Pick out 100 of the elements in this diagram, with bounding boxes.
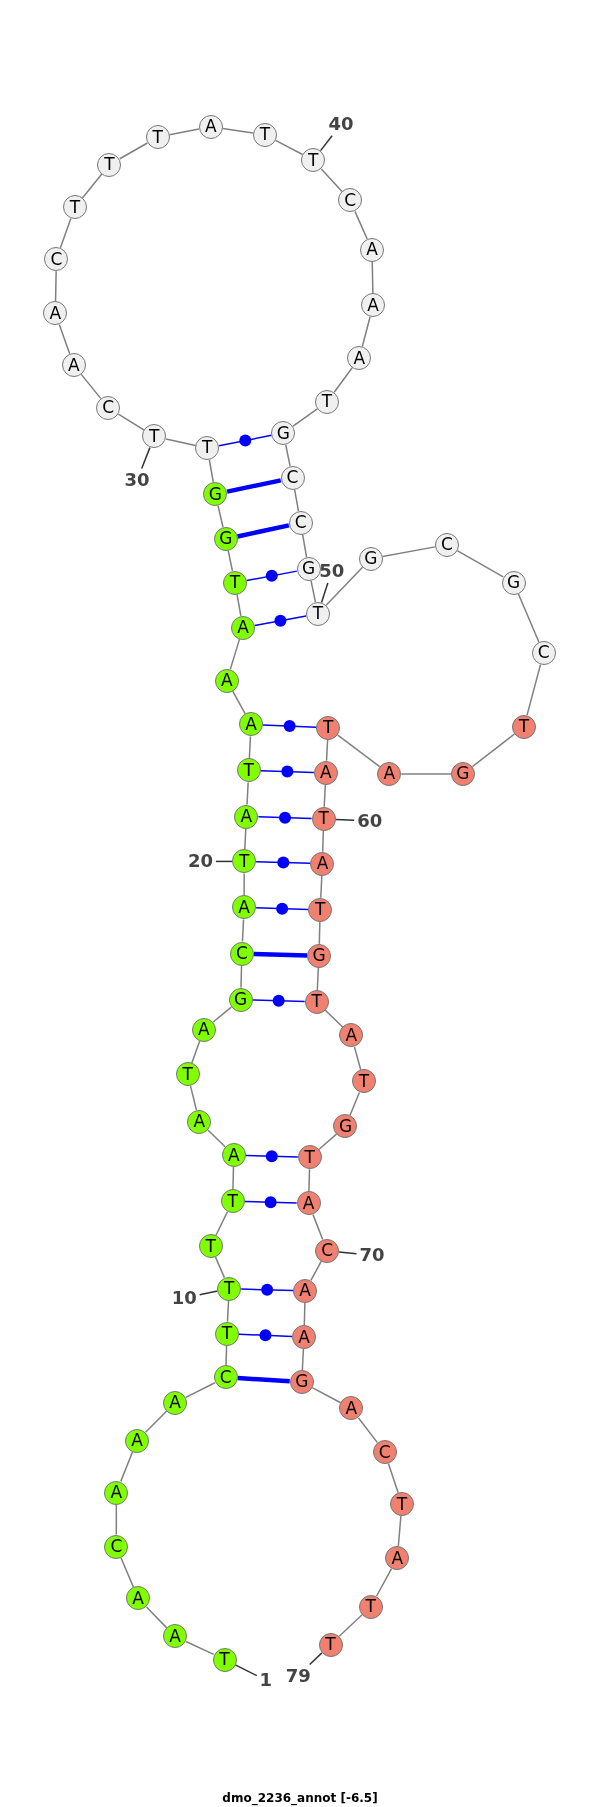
- backbone-line: [323, 784, 327, 808]
- nucleotide-circle: C: [338, 188, 363, 213]
- backbone-line: [400, 773, 452, 775]
- backbone-line: [215, 1211, 229, 1237]
- backbone-line: [246, 781, 249, 806]
- nucleotide-circle: C: [213, 1365, 238, 1390]
- nucleotide-circle: A: [191, 1017, 216, 1042]
- backbone-line: [284, 444, 291, 467]
- nucleotide-circle: G: [450, 761, 475, 786]
- nucleotide-circle: T: [142, 424, 167, 449]
- position-number: 30: [124, 471, 150, 490]
- backbone-line: [58, 323, 71, 355]
- backbone-line: [225, 1344, 228, 1367]
- nucleotide-circle: A: [43, 301, 68, 326]
- nucleotide-circle: G: [307, 943, 331, 968]
- base-pair-line: [245, 1150, 299, 1163]
- nucleotide-circle: A: [377, 761, 402, 786]
- base-pair-line: [240, 1283, 294, 1296]
- nucleotide-circle: A: [221, 1143, 246, 1168]
- nucleotide-circle: T: [358, 1594, 383, 1619]
- position-number: 50: [319, 562, 345, 581]
- backbone-line: [308, 1168, 311, 1193]
- nucleotide-circle: T: [308, 897, 333, 922]
- backbone-line: [59, 217, 72, 249]
- backbone-line: [207, 1129, 226, 1148]
- backbone-line: [120, 1451, 134, 1483]
- nucleotide-circle: T: [222, 570, 247, 595]
- backbone-line: [80, 373, 102, 400]
- base-pair-line: [237, 1375, 290, 1384]
- nucleotide-circle: C: [104, 1534, 129, 1559]
- leader-line: [319, 135, 333, 152]
- nucleotide-circle: A: [126, 1586, 151, 1611]
- nucleotide-circle: C: [531, 640, 556, 665]
- backbone-line: [397, 1515, 402, 1547]
- backbone-line: [231, 690, 246, 715]
- base-pair-line: [243, 1196, 298, 1209]
- backbone-line: [217, 505, 224, 528]
- backbone-line: [311, 1386, 342, 1404]
- backbone-line: [54, 270, 57, 302]
- backbone-line: [244, 827, 247, 851]
- position-number: 10: [171, 1288, 197, 1307]
- nucleotide-circle: A: [310, 851, 335, 876]
- base-pair-line: [255, 856, 312, 869]
- backbone-line: [81, 173, 103, 199]
- backbone-line: [361, 316, 371, 348]
- nucleotide-circle: T: [62, 195, 87, 220]
- nucleotide-circle: C: [372, 1440, 397, 1465]
- backbone-line: [301, 533, 308, 558]
- leader-line: [198, 1290, 219, 1296]
- base-pair-line: [236, 523, 290, 539]
- base-pair-line: [226, 478, 282, 494]
- backbone-line: [310, 1260, 323, 1282]
- nucleotide-circle: A: [361, 293, 386, 318]
- nucleotide-circle: A: [187, 1109, 212, 1134]
- nucleotide-circle: A: [313, 760, 338, 785]
- backbone-line: [320, 168, 343, 193]
- leader-line: [320, 582, 329, 604]
- backbone-line: [303, 1302, 306, 1326]
- nucleotide-circle: T: [351, 1069, 376, 1094]
- position-number: 1: [259, 1671, 273, 1690]
- backbone-line: [381, 546, 436, 558]
- backbone-line: [337, 734, 381, 768]
- backbone-line: [145, 1606, 168, 1629]
- backbone-line: [214, 1256, 226, 1279]
- base-pair-line: [251, 994, 306, 1007]
- nucleotide-circle: A: [125, 1428, 150, 1453]
- backbone-line: [227, 549, 234, 572]
- nucleotide-circle: G: [213, 526, 238, 551]
- nucleotide-circle: T: [297, 1145, 322, 1170]
- backbone-line: [248, 735, 252, 760]
- backbone-line: [185, 1381, 216, 1399]
- leader-line: [215, 860, 233, 863]
- nucleotide-circle: A: [163, 1624, 188, 1649]
- backbone-line: [165, 438, 197, 447]
- nucleotide-circle: T: [217, 1276, 242, 1301]
- backbone-line: [226, 1299, 230, 1323]
- backbone-line: [189, 1085, 198, 1111]
- nucleotide-circle: T: [301, 148, 326, 173]
- backbone-line: [338, 1614, 363, 1638]
- nucleotide-circle: C: [229, 941, 254, 966]
- backbone-line: [212, 1006, 233, 1023]
- nucleotide-circle: A: [292, 1325, 316, 1350]
- leader-line: [140, 446, 151, 470]
- backbone-line: [310, 579, 317, 603]
- nucleotide-circle: G: [358, 546, 383, 571]
- backbone-line: [322, 830, 325, 853]
- leader-line: [234, 1664, 258, 1677]
- backbone-line: [117, 413, 145, 431]
- backbone-line: [357, 1417, 379, 1444]
- nucleotide-circle: C: [44, 247, 69, 272]
- backbone-line: [517, 593, 540, 643]
- nucleotide-circle: T: [389, 1492, 414, 1516]
- backbone-line: [526, 663, 542, 716]
- base-pair-line: [260, 765, 315, 778]
- nucleotide-circle: T: [212, 1647, 237, 1672]
- backbone-line: [456, 549, 504, 578]
- nucleotide-circle: G: [501, 570, 526, 595]
- base-pair-line: [218, 434, 273, 447]
- backbone-line: [232, 1166, 235, 1190]
- backbone-line: [241, 918, 245, 943]
